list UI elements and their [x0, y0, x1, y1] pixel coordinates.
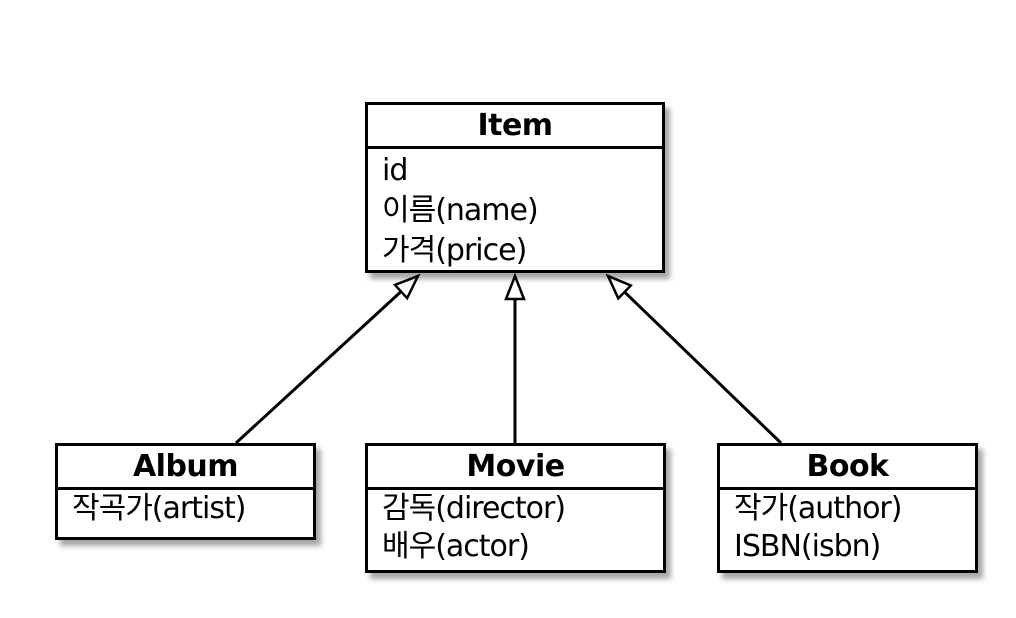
attribute-list: 감독(director) 배우(actor) [368, 490, 663, 566]
attribute-list: id 이름(name) 가격(price) [368, 149, 662, 271]
attribute: id [382, 153, 408, 188]
attribute: 가격(price) [382, 233, 527, 268]
attribute: 작곡가(artist) [72, 491, 246, 526]
class-book[interactable]: Book 작가(author) ISBN(isbn) [717, 443, 978, 573]
attribute: 감독(director) [382, 491, 566, 526]
attribute: ISBN(isbn) [734, 529, 881, 564]
class-name: Book [720, 446, 975, 490]
attribute: 이름(name) [382, 193, 539, 228]
attribute: 배우(actor) [382, 529, 530, 564]
class-name: Album [58, 446, 313, 490]
class-name: Movie [368, 446, 663, 490]
class-name: Item [368, 105, 662, 149]
attribute: 작가(author) [734, 491, 902, 526]
attribute-list: 작곡가(artist) [58, 490, 313, 528]
edge-album-to-item [234, 276, 418, 445]
class-album[interactable]: Album 작곡가(artist) [55, 443, 316, 540]
attribute-list: 작가(author) ISBN(isbn) [720, 490, 975, 566]
class-item[interactable]: Item id 이름(name) 가격(price) [365, 102, 665, 273]
class-movie[interactable]: Movie 감독(director) 배우(actor) [365, 443, 666, 573]
edge-book-to-item [608, 276, 783, 445]
